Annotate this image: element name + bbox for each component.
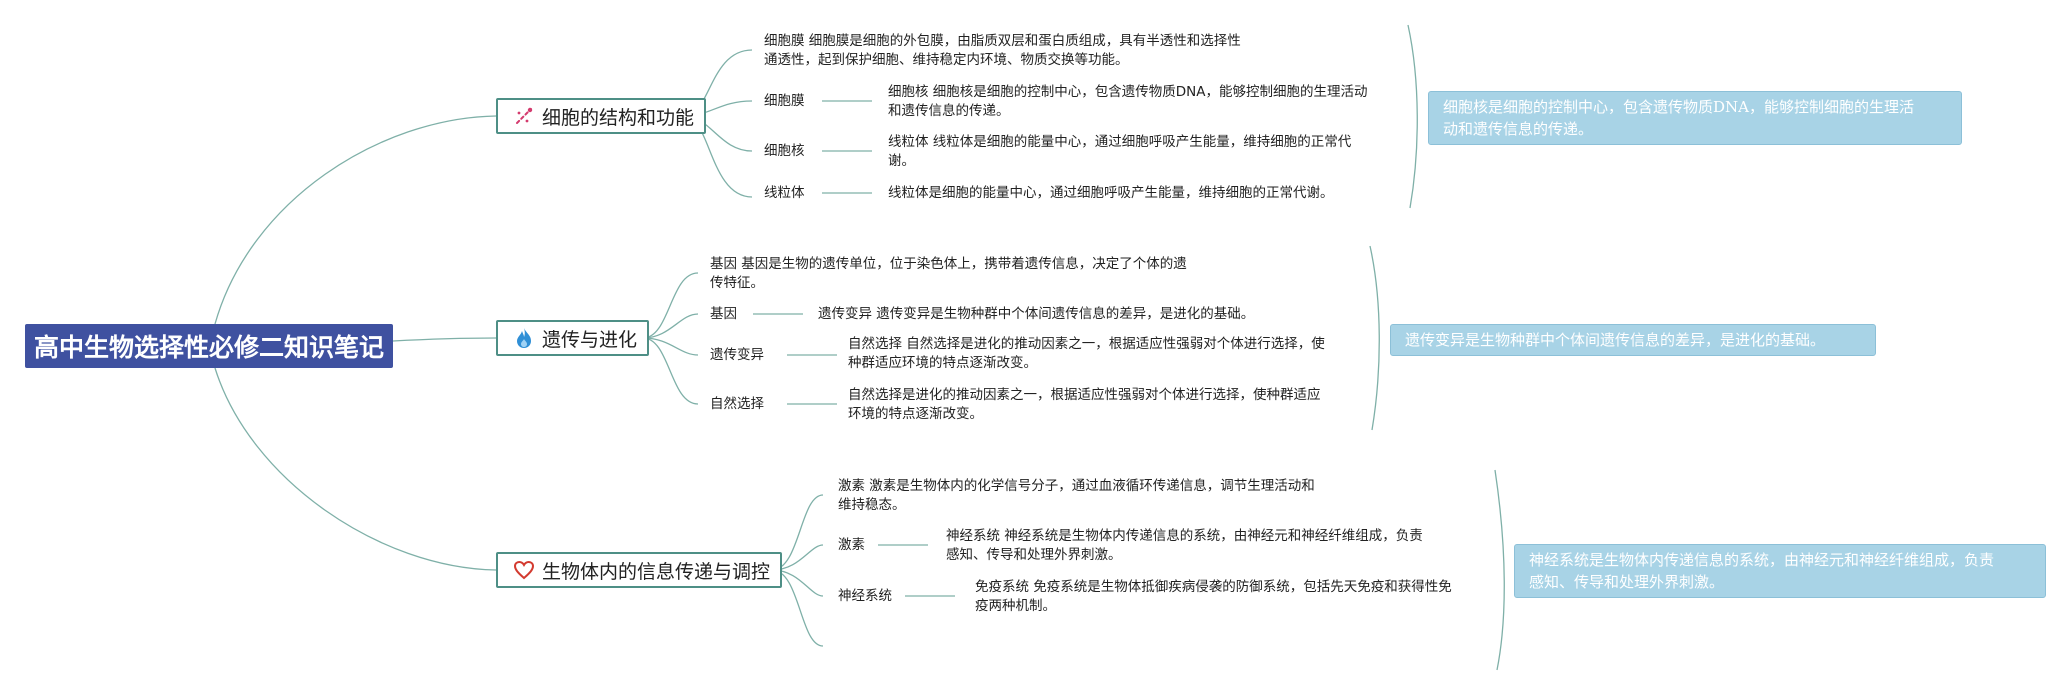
flame-icon	[512, 326, 536, 350]
topic-title: 细胞的结构和功能	[542, 106, 695, 129]
node-label[interactable]: 神经系统	[838, 588, 892, 604]
root-title: 高中生物选择性必修二知识笔记	[33, 333, 384, 362]
sparkle-icon	[512, 104, 536, 128]
detail-text: 免疫系统 免疫系统是生物体抵御疾病侵袭的防御系统，包括先天免疫和获得性免疫两种机…	[975, 579, 1452, 614]
detail-text: 线粒体 线粒体是细胞的能量中心，通过细胞呼吸产生能量，维持细胞的正常代谢。	[888, 134, 1352, 169]
node-label[interactable]: 细胞核	[764, 143, 805, 159]
summary-box[interactable]: 神经系统是生物体内传递信息的系统，由神经元和神经纤维组成，负责感知、传导和处理外…	[1514, 544, 2046, 598]
summary-box[interactable]: 遗传变异是生物种群中个体间遗传信息的差异，是进化的基础。	[1390, 324, 1876, 356]
detail-text: 神经系统 神经系统是生物体内传递信息的系统，由神经元和神经纤维组成，负责感知、传…	[946, 528, 1423, 563]
heart-icon	[512, 558, 536, 582]
detail-text: 自然选择是进化的推动因素之一，根据适应性强弱对个体进行选择，使种群适应环境的特点…	[848, 387, 1321, 422]
intro-text: 基因 基因是生物的遗传单位，位于染色体上，携带着遗传信息，决定了个体的遗传特征。	[710, 256, 1187, 291]
node-label[interactable]: 激素	[838, 537, 865, 553]
node-label[interactable]: 基因	[710, 306, 737, 322]
detail-text: 自然选择 自然选择是进化的推动因素之一，根据适应性强弱对个体进行选择，使种群适应…	[848, 336, 1325, 371]
node-label[interactable]: 自然选择	[710, 396, 764, 412]
detail-text: 遗传变异 遗传变异是生物种群中个体间遗传信息的差异，是进化的基础。	[818, 306, 1255, 322]
node-label[interactable]: 线粒体	[764, 185, 805, 201]
topic-signal-regulation[interactable]: 生物体内的信息传递与调控	[496, 552, 783, 588]
node-label[interactable]: 细胞膜	[764, 93, 805, 109]
detail-text: 线粒体是细胞的能量中心，通过细胞呼吸产生能量，维持细胞的正常代谢。	[888, 185, 1334, 201]
topic-genetics-evolution[interactable]: 遗传与进化	[496, 320, 650, 356]
topic-title: 生物体内的信息传递与调控	[542, 560, 771, 583]
root-topic[interactable]: 高中生物选择性必修二知识笔记	[25, 324, 393, 368]
topic-cell-structure[interactable]: 细胞的结构和功能	[496, 98, 707, 134]
node-label[interactable]: 遗传变异	[710, 347, 764, 363]
intro-text: 激素 激素是生物体内的化学信号分子，通过血液循环传递信息，调节生理活动和维持稳态…	[838, 478, 1315, 513]
summary-box[interactable]: 细胞核是细胞的控制中心，包含遗传物质DNA，能够控制细胞的生理活动和遗传信息的传…	[1428, 91, 1962, 145]
intro-text: 细胞膜 细胞膜是细胞的外包膜，由脂质双层和蛋白质组成，具有半透性和选择性通透性，…	[764, 33, 1241, 68]
topic-title: 遗传与进化	[542, 328, 638, 351]
detail-text: 细胞核 细胞核是细胞的控制中心，包含遗传物质DNA，能够控制细胞的生理活动和遗传…	[888, 84, 1368, 119]
